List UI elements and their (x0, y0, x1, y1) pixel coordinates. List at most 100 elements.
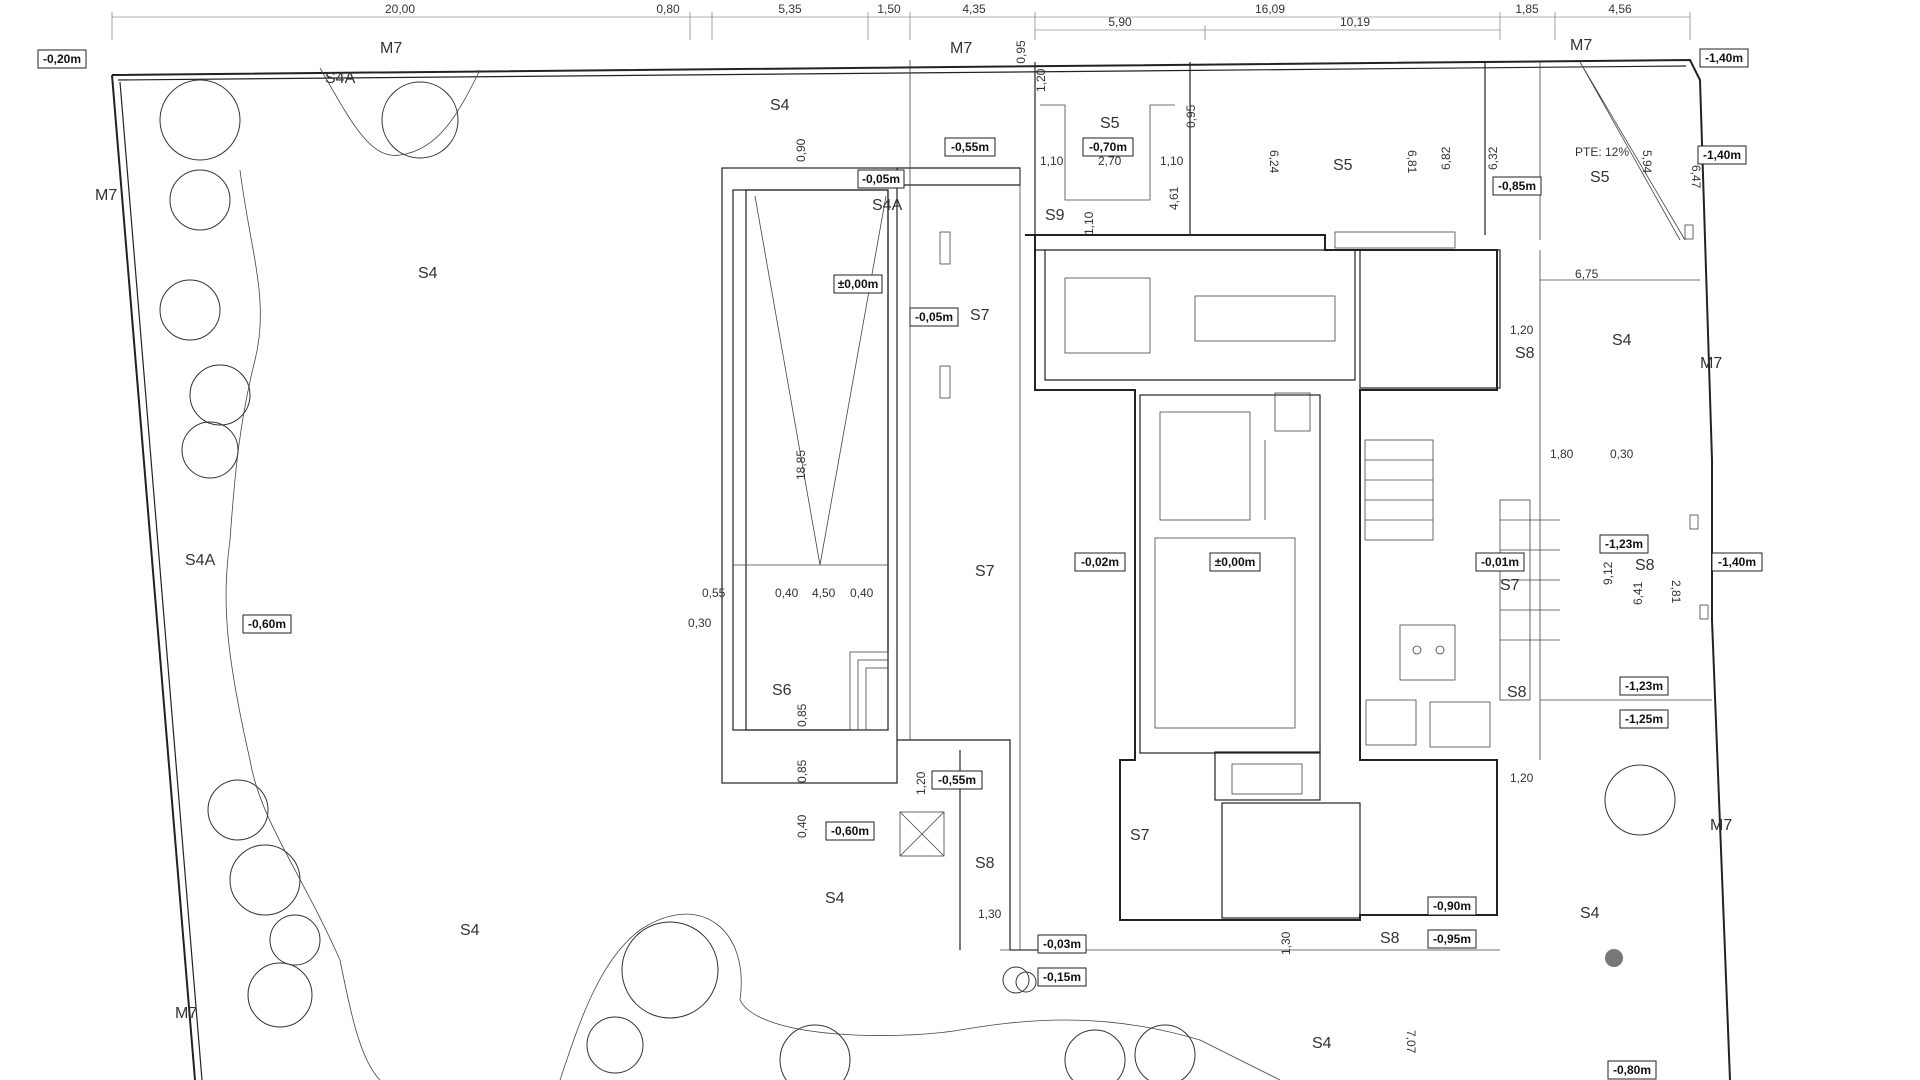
dim-top-5-90: 5,90 (1108, 15, 1132, 29)
courtyard-lines (1034, 61, 1686, 249)
garden-border (225, 67, 1281, 1080)
zone-label: S4 (460, 922, 480, 939)
level-tag: -0,01m (1475, 552, 1525, 572)
level-tag: -1,40m (1711, 552, 1763, 572)
svg-text:-0,05m: -0,05m (862, 172, 900, 186)
svg-text:±0,00m: ±0,00m (1215, 555, 1256, 569)
svg-text:-0,60m: -0,60m (831, 824, 869, 838)
zone-label: S6 (772, 682, 792, 699)
svg-text:-0,85m: -0,85m (1498, 179, 1536, 193)
zone-label: M7 (380, 40, 402, 57)
level-tag: -0,90m (1427, 896, 1477, 916)
dim-label: 1,10 (1160, 154, 1184, 168)
dim-label: 7,07 (1404, 1030, 1418, 1054)
dim-label: 5,94 (1640, 150, 1654, 174)
svg-text:-0,55m: -0,55m (938, 773, 976, 787)
dim-top-16-09: 16,09 (1255, 2, 1285, 16)
dim-label: 0,40 (850, 586, 874, 600)
dim-label: 0,85 (795, 703, 809, 727)
level-tag: -1,40m (1699, 48, 1749, 68)
dim-label: 18,85 (794, 450, 808, 480)
dim-label: 1,10 (1040, 154, 1064, 168)
zone-label: S7 (970, 307, 990, 324)
level-tag: -0,05m (857, 169, 905, 189)
zone-label: S5 (1590, 169, 1610, 186)
dim-top-10-19: 10,19 (1340, 15, 1370, 29)
slope-label: PTE: 12% (1575, 145, 1629, 159)
inner-dimension-labels: 1,20 0,95 6,24 6,81 6,82 6,32 5,94 6,47 … (688, 68, 1703, 1053)
zone-label: S4 (1312, 1035, 1332, 1052)
svg-text:-0,01m: -0,01m (1481, 555, 1519, 569)
svg-text:-0,90m: -0,90m (1433, 899, 1471, 913)
zone-label: S4 (1580, 905, 1600, 922)
zone-label: M7 (950, 40, 972, 57)
zone-label: M7 (1570, 37, 1592, 54)
svg-text:-1,23m: -1,23m (1625, 679, 1663, 693)
level-tag: -1,23m (1619, 676, 1669, 696)
zone-label: S4A (185, 552, 216, 569)
zone-label: M7 (1700, 355, 1722, 372)
zone-label: S7 (1130, 827, 1150, 844)
zone-label: S4A (872, 197, 903, 214)
svg-text:-0,70m: -0,70m (1089, 140, 1127, 154)
zone-label: S9 (1045, 207, 1065, 224)
zone-label: S4 (1612, 332, 1632, 349)
svg-text:-0,20m: -0,20m (43, 52, 81, 66)
zone-label: S4A (325, 70, 356, 87)
dim-label: 1,10 (1082, 211, 1096, 235)
svg-text:-1,40m: -1,40m (1705, 51, 1743, 65)
swimming-pool (721, 167, 898, 784)
level-tag: -0,15m (1037, 967, 1087, 987)
dim-label: 6,47 (1689, 165, 1703, 189)
zone-label: S4 (418, 265, 438, 282)
zone-label: S8 (975, 855, 995, 872)
svg-text:-0,60m: -0,60m (248, 617, 286, 631)
dim-top-1-50: 1,50 (877, 2, 901, 16)
dim-label: 0,55 (702, 586, 726, 600)
level-tag: -0,80m (1607, 1060, 1657, 1080)
level-tag: -0,60m (825, 821, 875, 841)
svg-text:-1,25m: -1,25m (1625, 712, 1663, 726)
level-tag: -1,23m (1599, 534, 1649, 554)
dim-label: 0,90 (794, 138, 808, 162)
dim-top-20-00: 20,00 (385, 2, 415, 16)
zone-label: M7 (175, 1005, 197, 1022)
dim-label: 4,50 (812, 586, 836, 600)
dim-label: 1,30 (978, 907, 1002, 921)
level-tag: -0,03m (1037, 934, 1087, 954)
dim-label: 6,32 (1486, 146, 1500, 170)
level-tag: -0,02m (1074, 552, 1126, 572)
dim-top-0-80: 0,80 (656, 2, 680, 16)
svg-text:-0,55m: -0,55m (951, 140, 989, 154)
dim-label: 1,20 (1034, 68, 1048, 92)
dim-label: 0,30 (1610, 447, 1634, 461)
svg-text:-0,05m: -0,05m (915, 310, 953, 324)
svg-text:-0,95m: -0,95m (1433, 932, 1471, 946)
dim-label: 1,80 (1550, 447, 1574, 461)
zone-label: S8 (1380, 930, 1400, 947)
svg-text:±0,00m: ±0,00m (838, 277, 879, 291)
zone-label: S5 (1333, 157, 1353, 174)
level-tag: -0,60m (242, 614, 292, 634)
level-tags: -0,20m -1,40m -1,40m -0,55m -0,70m -0,05… (37, 48, 1763, 1080)
plot-boundary (111, 58, 1731, 1080)
garden-trees (159, 79, 1676, 1080)
dim-label: 2,81 (1669, 580, 1683, 604)
zone-label: S4 (825, 890, 845, 907)
level-tag: ±0,00m (833, 274, 883, 294)
zone-labels: M7 M7 M7 M7 M7 M7 M7 S4A S4A S4A S4 S4 S… (95, 37, 1732, 1052)
zone-label: S7 (975, 563, 995, 580)
level-tag: ±0,00m (1209, 552, 1261, 572)
zone-label: M7 (1710, 817, 1732, 834)
dim-top-4-56: 4,56 (1608, 2, 1632, 16)
level-tag: -0,55m (944, 137, 996, 157)
terrace-outlines (897, 60, 1500, 951)
dim-label: 1,20 (1510, 323, 1534, 337)
svg-text:-1,40m: -1,40m (1718, 555, 1756, 569)
zone-label: S4 (770, 97, 790, 114)
dim-label: 6,41 (1631, 581, 1645, 605)
dim-label: 1,20 (914, 771, 928, 795)
svg-text:-0,15m: -0,15m (1043, 970, 1081, 984)
level-tag: -0,05m (909, 307, 959, 327)
